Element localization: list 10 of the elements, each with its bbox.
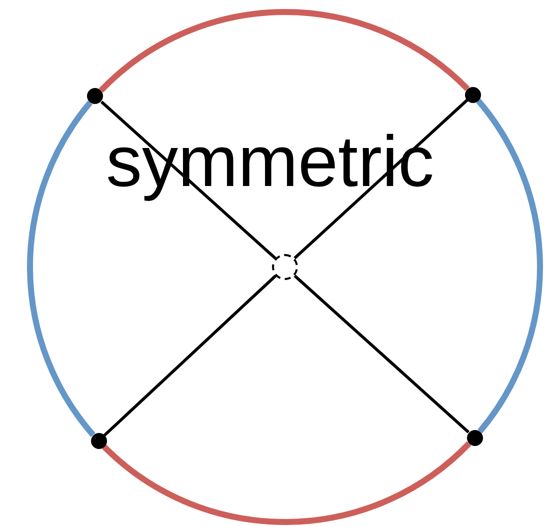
arc-line (476, 98, 543, 434)
connector-line (294, 274, 470, 434)
hub-circle (272, 254, 298, 280)
point-dot (465, 86, 481, 103)
arc-line (102, 441, 472, 525)
connector-line (103, 274, 277, 437)
arc-line (27, 100, 96, 437)
point-dot (90, 432, 106, 449)
arc-line (98, 9, 470, 93)
point-dot (87, 88, 104, 104)
